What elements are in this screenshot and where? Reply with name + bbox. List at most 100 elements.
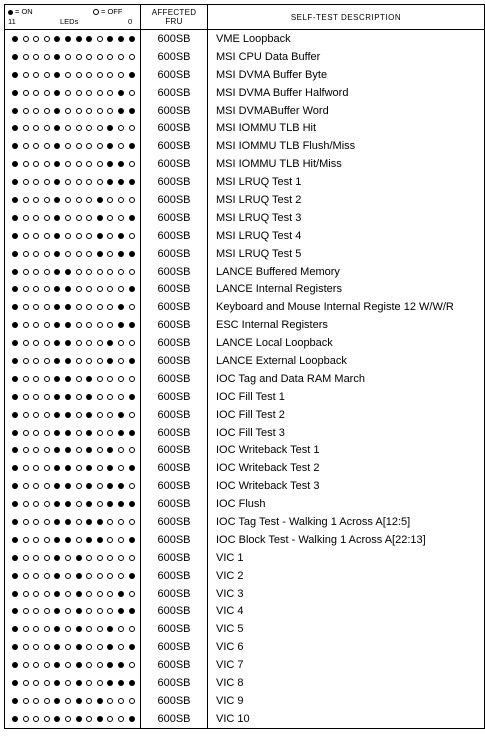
led-on-icon <box>54 662 61 669</box>
led-off-icon <box>64 572 71 579</box>
description-cell: MSI IOMMU TLB Flush/Miss <box>207 137 485 156</box>
description-cell: IOC Fill Test 1 <box>207 387 485 406</box>
fru-cell: 600SB <box>140 441 208 460</box>
fru-cell: 600SB <box>140 602 208 621</box>
led-off-icon <box>128 447 135 454</box>
led-on-icon <box>128 286 135 293</box>
led-off-icon <box>107 554 114 561</box>
led-on-icon <box>64 447 71 454</box>
led-on-icon <box>86 393 93 400</box>
led-off-icon <box>86 161 93 168</box>
led-off-icon <box>75 214 82 221</box>
led-off-icon <box>96 161 103 168</box>
led-on-icon <box>117 608 124 615</box>
led-off-icon <box>96 626 103 633</box>
led-pattern <box>4 83 141 102</box>
led-off-icon <box>33 322 40 329</box>
led-off-icon <box>33 179 40 186</box>
led-off-icon <box>33 89 40 96</box>
description-cell: MSI LRUQ Test 2 <box>207 191 485 209</box>
led-on-icon <box>117 179 124 186</box>
led-pattern <box>4 584 141 603</box>
led-on-icon <box>64 393 71 400</box>
led-off-icon <box>22 89 29 96</box>
led-off-icon <box>128 483 135 490</box>
led-off-icon <box>117 536 124 543</box>
led-on-icon <box>128 465 135 472</box>
led-on-icon <box>117 662 124 669</box>
led-off-icon <box>96 268 103 275</box>
led-off-icon <box>43 53 50 60</box>
led-on-icon <box>128 250 135 257</box>
led-off-icon <box>43 286 50 293</box>
led-off-icon <box>75 393 82 400</box>
led-off-icon <box>128 697 135 704</box>
led-on-icon <box>128 71 135 78</box>
led-off-icon <box>22 608 29 615</box>
led-pattern <box>4 405 141 424</box>
fru-cell: 600SB <box>140 369 208 388</box>
led-off-icon <box>22 375 29 382</box>
led-pattern <box>4 334 141 353</box>
led-off-icon <box>22 250 29 257</box>
led-off-icon <box>33 268 40 275</box>
led-on-icon <box>12 662 18 669</box>
led-on-icon <box>12 340 18 347</box>
led-off-icon <box>107 304 114 311</box>
led-on-icon <box>96 196 103 203</box>
description-cell: Keyboard and Mouse Internal Registe 12 W… <box>207 298 485 317</box>
led-pattern <box>4 602 141 621</box>
led-on-icon <box>117 161 124 168</box>
led-off-icon <box>86 644 93 651</box>
led-on-icon <box>54 304 61 311</box>
led-on-icon <box>117 590 124 597</box>
led-off-icon <box>22 483 29 490</box>
led-on-icon <box>54 429 61 436</box>
description-cell: MSI LRUQ Test 1 <box>207 173 485 192</box>
led-off-icon <box>128 232 135 239</box>
led-pattern <box>4 459 141 478</box>
led-off-icon <box>43 250 50 257</box>
fru-cell: 600SB <box>140 119 208 138</box>
led-on-icon <box>54 89 61 96</box>
led-off-icon <box>33 214 40 221</box>
led-off-icon <box>43 447 50 454</box>
led-off-icon <box>128 590 135 597</box>
led-off-icon <box>43 465 50 472</box>
description-cell: IOC Block Test - Walking 1 Across A[22:1… <box>207 530 485 549</box>
led-off-icon <box>22 214 29 221</box>
led-on-icon <box>75 590 82 597</box>
led-off-icon <box>64 644 71 651</box>
led-pattern <box>4 495 141 514</box>
led-off-icon <box>117 447 124 454</box>
led-off-icon <box>86 179 93 186</box>
led-on-icon <box>12 35 18 42</box>
led-pattern <box>4 101 141 120</box>
led-off-icon <box>75 286 82 293</box>
led-on-icon <box>128 608 135 615</box>
led-on-icon <box>128 214 135 221</box>
led-on-icon <box>54 626 61 633</box>
led-off-icon <box>96 501 103 508</box>
led-off-icon <box>33 250 40 257</box>
led-on-icon <box>54 715 61 722</box>
fru-cell: 600SB <box>140 691 208 710</box>
led-on-icon <box>12 286 18 293</box>
led-off-icon <box>128 89 135 96</box>
led-off-icon <box>75 465 82 472</box>
led-off-icon <box>75 447 82 454</box>
led-on-icon <box>86 429 93 436</box>
led-off-icon <box>117 125 124 132</box>
description-cell: VIC 5 <box>207 620 485 639</box>
description-cell: MSI DVMABuffer Word <box>207 101 485 120</box>
fru-cell: 600SB <box>140 137 208 156</box>
led-off-icon <box>96 89 103 96</box>
fru-header-line1: AFFECTED <box>151 8 197 17</box>
led-off-icon <box>107 214 114 221</box>
fru-cell: 600SB <box>140 191 208 209</box>
led-pattern <box>4 244 141 263</box>
description-cell: IOC Tag Test - Walking 1 Across A[12:5] <box>207 513 485 531</box>
